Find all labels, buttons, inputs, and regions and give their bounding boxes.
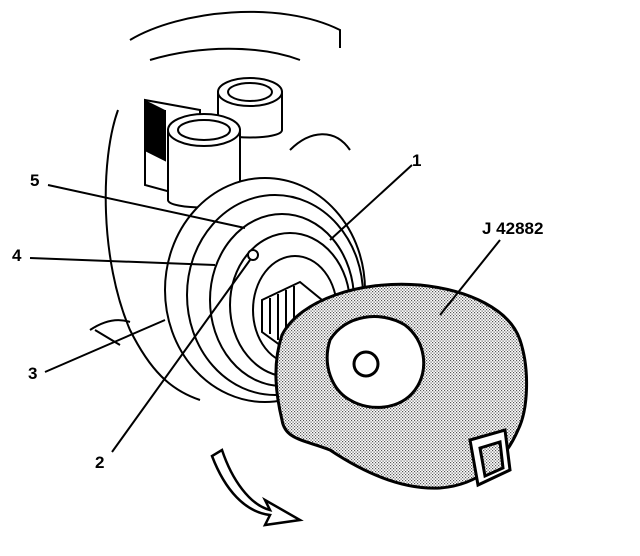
engine-housing	[89, 10, 351, 401]
callout-1: 1	[412, 151, 422, 170]
tool-label: J 42882	[482, 219, 544, 238]
leader-4	[29, 257, 216, 266]
special-tool-j42882	[274, 282, 528, 490]
callout-3: 3	[28, 364, 38, 383]
leader-2	[111, 259, 251, 453]
leader-lines	[29, 164, 501, 453]
callout-5: 5	[30, 171, 40, 190]
leader-3	[44, 319, 166, 373]
callout-2: 2	[95, 453, 105, 472]
leader-tool	[439, 239, 501, 316]
leader-5	[47, 184, 246, 229]
locating-hole	[247, 249, 259, 261]
coolant-tube-upper	[217, 77, 283, 139]
rotation-arrow	[210, 448, 304, 527]
callout-4: 4	[12, 246, 22, 265]
leader-1	[329, 164, 413, 241]
